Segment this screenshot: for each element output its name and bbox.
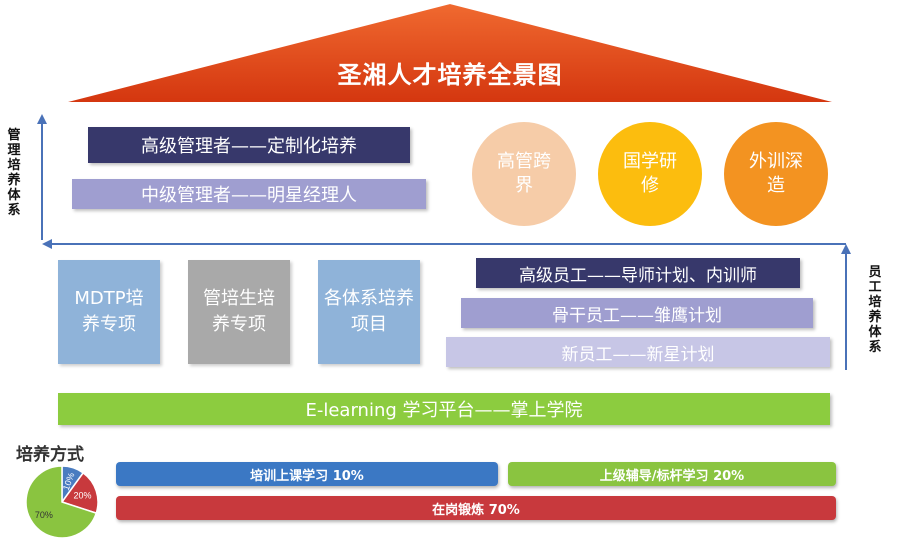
elearning-platform-bar: E-learning 学习平台——掌上学院 — [58, 393, 830, 425]
pie-slice-coaching — [60, 471, 99, 515]
block-mdtp: MDTP培养专项 — [58, 260, 160, 364]
middle-manager-bar: 中级管理者——明星经理人 — [72, 179, 426, 209]
methods-title: 培养方式 — [16, 445, 84, 465]
page-title: 圣湘人才培养全景图 — [337, 61, 563, 89]
method-bar-coaching: 上级辅导/标杆学习 20% — [508, 462, 836, 486]
block-system-programs: 各体系培养项目 — [318, 260, 420, 364]
circle-external-training: 外训深造 — [724, 122, 828, 226]
management-axis-label: 管理培养体系 — [7, 128, 21, 218]
roof-triangle — [59, 1, 841, 104]
circle-executive-crossover: 高管跨界 — [472, 122, 576, 226]
circle-sinology-study: 国学研修 — [598, 122, 702, 226]
pie-label: 20% — [74, 490, 92, 500]
method-bar-classroom: 培训上课学习 10% — [116, 462, 498, 486]
methods-pie-chart: 10%20%70% — [25, 465, 99, 539]
employee-axis-label: 员工培养体系 — [868, 265, 882, 355]
pie-label: 70% — [35, 510, 53, 520]
senior-manager-bar: 高级管理者——定制化培养 — [88, 127, 410, 163]
senior-employee-bar: 高级员工——导师计划、内训师 — [476, 258, 800, 288]
method-bar-on-the-job: 在岗锻炼 70% — [116, 496, 836, 520]
new-employee-bar: 新员工——新星计划 — [446, 337, 830, 367]
core-employee-bar: 骨干员工——雏鹰计划 — [461, 298, 813, 328]
block-management-trainee: 管培生培养专项 — [188, 260, 290, 364]
pie-slice-on-the-job — [25, 465, 98, 539]
